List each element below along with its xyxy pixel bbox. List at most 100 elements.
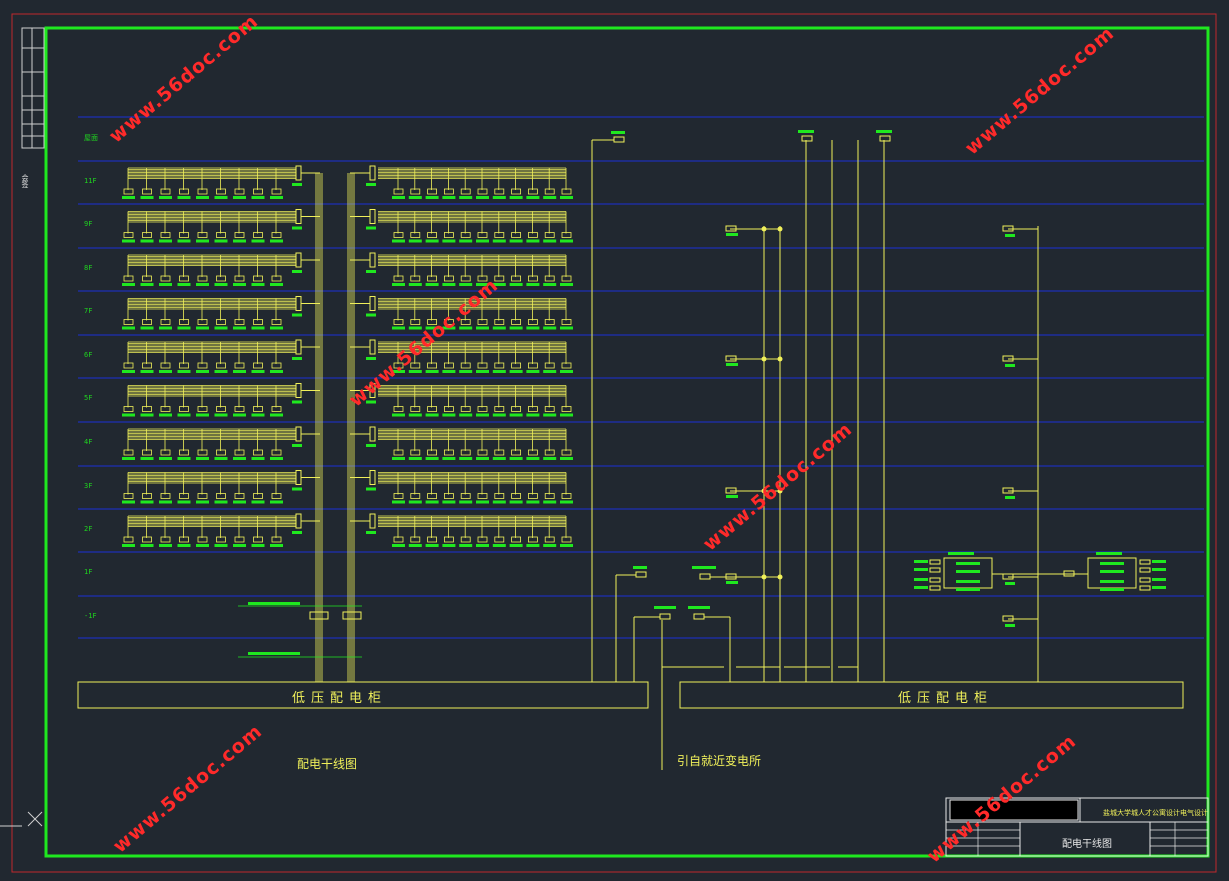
load-tag — [270, 326, 283, 330]
load-tag — [526, 544, 540, 547]
title-block-project: 盐城大学城人才公寓设计电气设计 — [1103, 809, 1208, 817]
panel-tag — [366, 487, 376, 491]
load-box — [142, 493, 152, 499]
panel-box — [369, 513, 376, 529]
load-box — [929, 567, 941, 573]
load-box — [511, 319, 522, 325]
load-tag — [459, 457, 473, 460]
panel-box — [369, 296, 376, 311]
load-tag — [408, 283, 422, 286]
load-box — [410, 449, 421, 456]
load-box — [123, 188, 134, 195]
load-tag — [914, 568, 928, 571]
load-tag — [543, 544, 557, 547]
load-tag — [214, 457, 228, 460]
load-tag — [233, 500, 246, 504]
load-tag — [408, 457, 422, 460]
load-box — [179, 362, 189, 369]
load-tag — [251, 544, 265, 547]
tap-box — [699, 573, 711, 580]
tap-box — [1002, 355, 1014, 362]
panel-box — [295, 339, 302, 355]
load-tag — [956, 562, 980, 565]
panel-box — [295, 426, 302, 442]
load-tag — [476, 196, 489, 199]
load-tag — [270, 370, 283, 373]
load-tag — [408, 196, 422, 199]
floor-label: 9F — [84, 220, 93, 228]
tap-box — [1002, 225, 1014, 232]
load-box — [234, 493, 245, 499]
load-box — [929, 577, 941, 583]
load-tag — [233, 544, 246, 547]
panel-box — [295, 383, 302, 398]
load-box — [393, 406, 404, 412]
load-box — [511, 232, 522, 238]
load-tag — [177, 413, 191, 417]
load-box — [1139, 577, 1151, 583]
load-box — [477, 449, 488, 456]
load-tag — [526, 196, 540, 199]
load-box — [253, 449, 263, 456]
load-tag — [159, 544, 172, 547]
load-box — [544, 406, 555, 412]
load-tag — [214, 283, 228, 286]
load-tag — [509, 500, 523, 504]
load-box — [234, 362, 245, 369]
load-tag — [196, 370, 209, 373]
load-box — [271, 319, 282, 325]
load-tag — [492, 196, 506, 199]
load-tag — [251, 413, 265, 417]
load-tag — [476, 413, 489, 417]
panel-box — [295, 513, 302, 529]
switch-tag — [633, 566, 647, 569]
load-box — [561, 493, 572, 499]
load-box — [561, 449, 572, 456]
junction — [777, 226, 783, 232]
load-box — [511, 188, 522, 195]
load-tag — [251, 500, 265, 504]
load-box — [160, 319, 171, 325]
load-box — [477, 275, 488, 282]
meter-box — [309, 611, 329, 620]
panel-box — [369, 426, 376, 442]
load-tag — [526, 457, 540, 460]
load-box — [123, 449, 134, 456]
load-box — [544, 275, 555, 282]
load-tag — [214, 370, 228, 373]
load-box — [561, 362, 572, 369]
load-box — [528, 536, 538, 543]
load-tag — [270, 196, 283, 199]
load-box — [142, 406, 152, 412]
load-box — [123, 406, 134, 412]
load-box — [410, 493, 421, 499]
panel-tag — [292, 270, 302, 273]
load-box — [528, 188, 538, 195]
load-tag — [196, 500, 209, 504]
load-box — [234, 232, 245, 238]
ground-tag — [248, 652, 300, 655]
load-box — [544, 362, 555, 369]
load-tag — [560, 196, 573, 199]
load-tag — [140, 413, 154, 417]
load-tag — [159, 239, 172, 243]
caption-main: 配电干线图 — [297, 757, 358, 771]
load-box — [443, 449, 454, 456]
load-tag — [214, 544, 228, 547]
load-tag — [140, 457, 154, 460]
load-tag — [233, 239, 246, 243]
load-box — [179, 319, 189, 325]
load-tag — [509, 196, 523, 199]
load-box — [142, 536, 152, 543]
load-box — [427, 319, 438, 325]
load-box — [253, 188, 263, 195]
load-tag — [543, 500, 557, 504]
load-tag — [233, 413, 246, 417]
load-box — [460, 232, 471, 238]
load-box — [511, 536, 522, 543]
load-tag — [122, 457, 135, 460]
load-box — [561, 232, 572, 238]
load-tag — [196, 544, 209, 547]
panel-tag — [366, 183, 376, 186]
